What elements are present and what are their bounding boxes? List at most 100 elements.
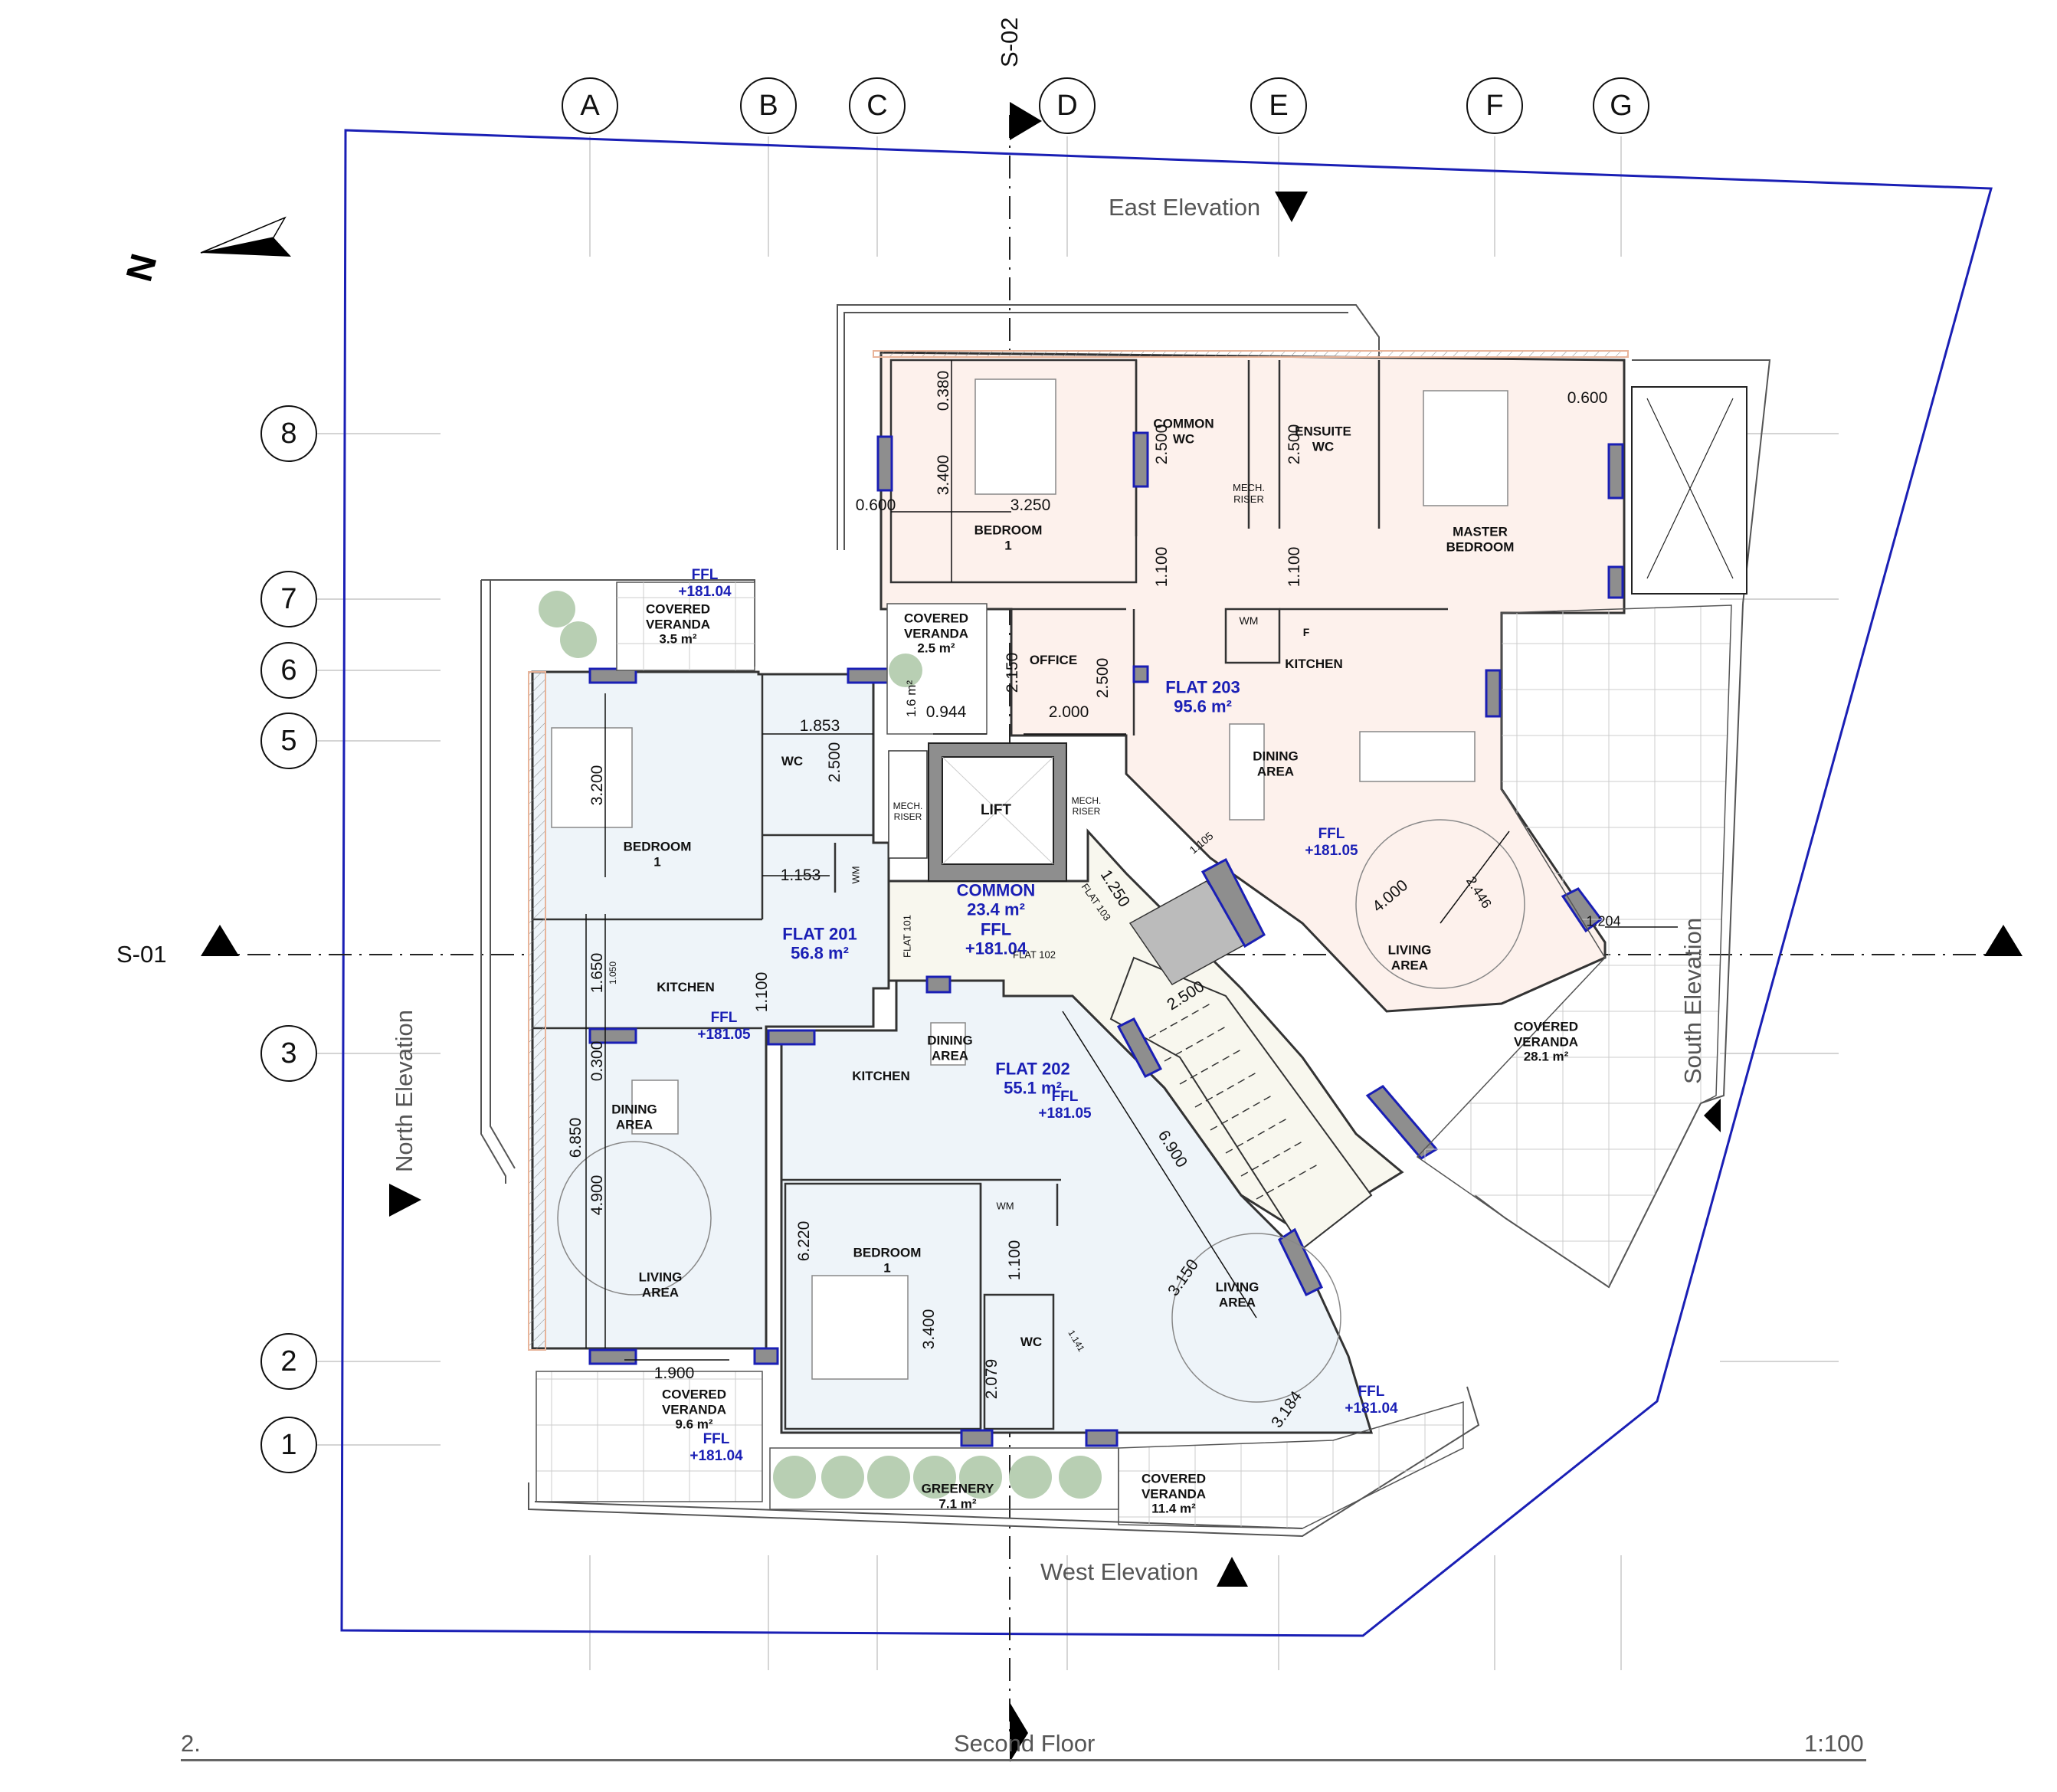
common-mech-riser-label: MECH. RISER <box>1071 795 1102 817</box>
flat-203-ffl: FFL+181.05 <box>1305 826 1358 860</box>
grid-bubble-3: 3 <box>260 1025 317 1082</box>
dim-flat203-2000: 2.000 <box>1048 703 1089 721</box>
dim-flat201-6850: 6.850 <box>567 1117 585 1158</box>
grid-bubble-g: G <box>1593 77 1649 134</box>
dim-flat203-3250: 3.250 <box>1010 496 1051 514</box>
furniture <box>551 378 1525 1403</box>
north-elevation-label: North Elevation <box>391 1010 418 1172</box>
grid-bubble-1: 1 <box>260 1417 317 1473</box>
ffl-label: FFL <box>980 919 1012 939</box>
drawing-scale: 1:100 <box>1804 1730 1864 1757</box>
veranda-name: COVERED VERANDA <box>1141 1471 1207 1502</box>
flat-202-area: 55.1 m² <box>1004 1079 1062 1098</box>
flat-201-living-label: LIVING AREA <box>638 1269 683 1299</box>
flat-201-mech-riser-label: MECH. RISER <box>893 801 923 822</box>
lift-label: LIFT <box>980 802 1012 819</box>
flat-202-dining-label: DINING AREA <box>927 1033 973 1063</box>
dim-flat203-3400: 3.400 <box>935 454 952 496</box>
dim-flat203-1204: 1.204 <box>1586 913 1621 929</box>
veranda-name: COVERED VERANDA <box>903 611 969 641</box>
grid-bubble-e: E <box>1250 77 1307 134</box>
flat-203-bedroom-label: BEDROOM 1 <box>974 523 1043 552</box>
section-arrow-s01-right <box>1984 925 2023 956</box>
common-area-value: 23.4 m² <box>967 899 1025 919</box>
title-underline <box>181 1759 1866 1761</box>
ffl-value: +181.04 <box>965 939 1027 958</box>
flat-201-kitchen-label: KITCHEN <box>657 980 715 995</box>
veranda-2-5-side-label: 1.6 m² <box>904 680 919 718</box>
grid-bubble-7: 7 <box>260 571 317 627</box>
ffl-value: +181.04 <box>678 584 732 600</box>
dim-flat203-0600b: 0.600 <box>1567 389 1608 407</box>
veranda-area: 11.4 m² <box>1151 1501 1196 1516</box>
grid-bubble-5: 5 <box>260 713 317 769</box>
dim-flat202-1100: 1.100 <box>1006 1240 1024 1281</box>
ffl-label: FFL <box>1318 826 1345 843</box>
dim-flat201-2500: 2.500 <box>826 742 843 783</box>
veranda-area: 2.5 m² <box>917 640 955 656</box>
ffl-label: FFL <box>1358 1384 1385 1401</box>
flat-203-ensuite-wc-label: ENSUITE WC <box>1295 424 1351 454</box>
flat-203-master-bedroom-label: MASTER BEDROOM <box>1446 524 1515 554</box>
east-elevation-marker <box>1275 192 1308 222</box>
flat-203-office-label: OFFICE <box>1029 653 1078 668</box>
dim-flat203-1100a: 1.100 <box>1153 546 1171 588</box>
common-name: COMMON <box>956 880 1036 900</box>
ffl-value: +181.04 <box>689 1448 743 1464</box>
flat-203-fridge-label: F <box>1302 625 1310 638</box>
grid-bubble-b: B <box>740 77 797 134</box>
veranda-name: COVERED VERANDA <box>645 601 711 632</box>
veranda-11-4-area <box>1118 1401 1464 1529</box>
flat-201-dining-label: DINING AREA <box>611 1102 657 1132</box>
dim-flat201-4900: 4.900 <box>588 1174 606 1216</box>
flat-203-wm-label: WM <box>1239 614 1259 627</box>
veranda-name: COVERED VERANDA <box>1513 1019 1579 1050</box>
ffl-value: +181.05 <box>1305 843 1358 859</box>
flat-203-living-label: LIVING AREA <box>1387 942 1432 972</box>
flat-201-bedroom-label: BEDROOM 1 <box>623 839 692 869</box>
flat-201-walls <box>532 674 873 1030</box>
flat-202-wc-label: WC <box>1020 1335 1043 1350</box>
grid-bubble-2: 2 <box>260 1333 317 1390</box>
dim-flat203-2500b: 2.500 <box>1286 424 1303 465</box>
drawing-title: Second Floor <box>954 1730 1096 1757</box>
dim-flat201-1153: 1.153 <box>780 867 821 884</box>
section-arrow-s02-bottom <box>1010 1702 1028 1762</box>
grid-bubble-a: A <box>562 77 618 134</box>
veranda-9-6-area <box>536 1371 763 1502</box>
flat-202-wm-label: WM <box>996 1200 1014 1212</box>
flat-201-hatch-wall-west <box>528 671 546 1351</box>
veranda-area: 28.1 m² <box>1523 1049 1569 1064</box>
ffl-label: FFL <box>710 1010 738 1027</box>
flat-203-mech-riser-label: MECH. RISER <box>1233 482 1265 505</box>
veranda-28-1-area <box>1416 604 1732 1289</box>
dim-flat201-3200: 3.200 <box>588 765 606 806</box>
flat-203-name: FLAT 203 <box>1165 677 1240 697</box>
flat-203-dining-label: DINING AREA <box>1253 749 1299 778</box>
section-label-s01: S-01 <box>116 941 167 968</box>
flat-202-walls <box>781 1178 1061 1430</box>
grid-bubble-c: C <box>849 77 906 134</box>
dim-flat202-2079: 2.079 <box>983 1358 1001 1400</box>
structural-columns <box>588 431 1624 1447</box>
grid-bubble-d: D <box>1039 77 1096 134</box>
flat-201-wc-label: WC <box>781 754 804 769</box>
greenery-plants <box>539 591 1102 1499</box>
west-elevation-marker <box>1217 1557 1248 1587</box>
dim-flat203-2150: 2.150 <box>1004 652 1021 693</box>
veranda-3-5-tiles <box>617 582 755 670</box>
dim-flat203-2500c: 2.500 <box>1094 657 1112 699</box>
greenery-bed <box>769 1447 1119 1510</box>
drawing-number: 2. <box>181 1730 201 1757</box>
dim-flat201-1100: 1.100 <box>753 971 771 1013</box>
flat-101-pointer: FLAT 101 <box>901 915 913 958</box>
